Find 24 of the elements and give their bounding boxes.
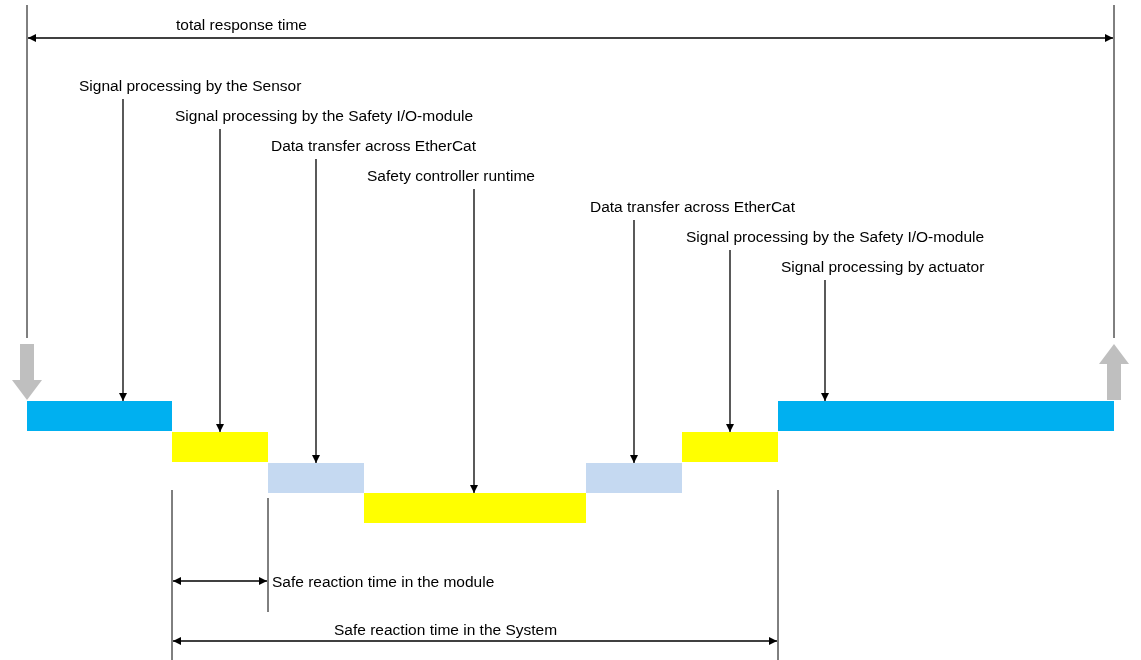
callout-label: Signal processing by the Safety I/O-module xyxy=(175,107,474,125)
callout-label: Signal processing by the Sensor xyxy=(79,77,302,95)
timing-bar xyxy=(172,432,268,462)
timing-bar xyxy=(682,432,778,462)
callout-label: Safety controller runtime xyxy=(367,167,535,185)
leader-line xyxy=(630,219,638,464)
timing-bar xyxy=(586,463,682,493)
dimension-label: Safe reaction time in the System xyxy=(334,621,558,639)
leader-line xyxy=(119,98,127,402)
dimension-label: total response time xyxy=(176,16,307,34)
leader-line xyxy=(726,249,734,433)
timing-bar xyxy=(364,493,586,523)
timing-bar xyxy=(778,401,1114,431)
dimension-label: Safe reaction time in the module xyxy=(272,573,495,591)
leader-line xyxy=(216,128,224,433)
callout-label: Data transfer across EtherCat xyxy=(590,198,796,216)
leader-line xyxy=(821,279,829,402)
leader-line xyxy=(312,158,320,464)
callout-label: Data transfer across EtherCat xyxy=(271,137,477,155)
callout-label: Signal processing by the Safety I/O-module xyxy=(686,228,985,246)
leader-line xyxy=(470,188,478,494)
timing-bar xyxy=(268,463,364,493)
timing-bar xyxy=(27,401,172,431)
callout-label: Signal processing by actuator xyxy=(781,258,985,276)
